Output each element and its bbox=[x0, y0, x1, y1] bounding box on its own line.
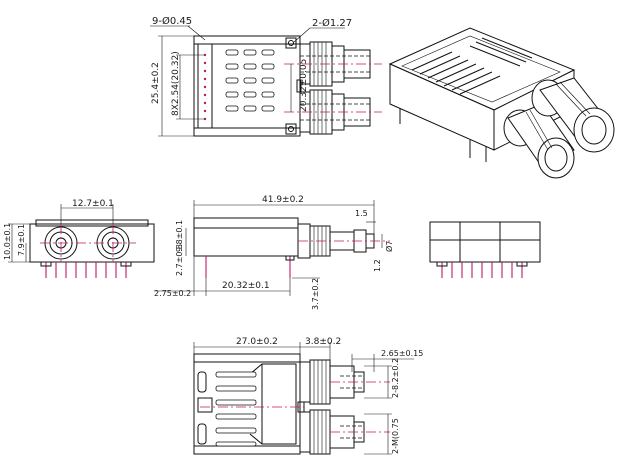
side-view: 41.9±0.2 1.5 Ø7 9.8±0.1 2.7±0.3 1.2 20.3… bbox=[154, 195, 394, 310]
front-view: 12.7±0.1 10.0±0.1 7.9±0.1 bbox=[3, 199, 155, 278]
bottom-tip-dim: 2.65±0.15 bbox=[381, 349, 423, 358]
center-height-dim: 7.9±0.1 bbox=[17, 224, 26, 256]
pin-holes-label: 9-Ø0.45 bbox=[152, 15, 192, 27]
side-length-dim: 41.9±0.2 bbox=[262, 195, 304, 205]
mount-span-dim: 20.32±0.05 bbox=[299, 59, 309, 112]
front-pins bbox=[45, 262, 127, 278]
bottom-view: 27.0±0.2 3.8±0.2 2.65±0.15 2-8.2±0.2 2-M… bbox=[193, 337, 423, 455]
nut-dim: 2-M(0.75 bbox=[391, 418, 400, 454]
pin-holes bbox=[203, 53, 207, 121]
center-spacing-dim: 12.7±0.1 bbox=[72, 199, 114, 209]
top-view: 9-Ø0.45 2-Ø1.27 bbox=[150, 15, 382, 137]
pin-pitch-dim: 8X2.54(20.32) bbox=[171, 51, 181, 116]
vent-slots bbox=[225, 49, 275, 112]
front-height-dim: 10.0±0.1 bbox=[3, 223, 12, 260]
iso-connectors bbox=[503, 77, 615, 179]
bottom-slots bbox=[215, 371, 257, 447]
pin-span-dim: 20.32±0.1 bbox=[222, 281, 270, 291]
bottom-pitch-dim: 2-8.2±0.2 bbox=[391, 358, 400, 398]
rear-view bbox=[429, 221, 541, 278]
rear-pins bbox=[441, 262, 523, 278]
front-pin-dim: 2.75±0.2 bbox=[154, 289, 191, 298]
pin-offset-dim: 2.7±0.3 bbox=[175, 244, 184, 276]
diameter-dim: Ø7 bbox=[384, 241, 394, 252]
body-height-dim: 9.8±0.1 bbox=[175, 220, 184, 252]
bottom-connectors bbox=[299, 359, 365, 455]
top-connectors bbox=[299, 41, 372, 135]
isometric-view bbox=[388, 27, 615, 179]
pin-length-dim: 3.7±0.2 bbox=[311, 278, 320, 310]
connector-dim: 3.8±0.2 bbox=[305, 337, 341, 347]
side-offset-dim: 1.2 bbox=[373, 259, 382, 272]
body-length-dim: 27.0±0.2 bbox=[236, 337, 278, 347]
mount-holes-label: 2-Ø1.27 bbox=[312, 17, 352, 29]
top-height-dim: 25.4±0.2 bbox=[151, 62, 161, 104]
tip-dim: 1.5 bbox=[355, 209, 368, 218]
